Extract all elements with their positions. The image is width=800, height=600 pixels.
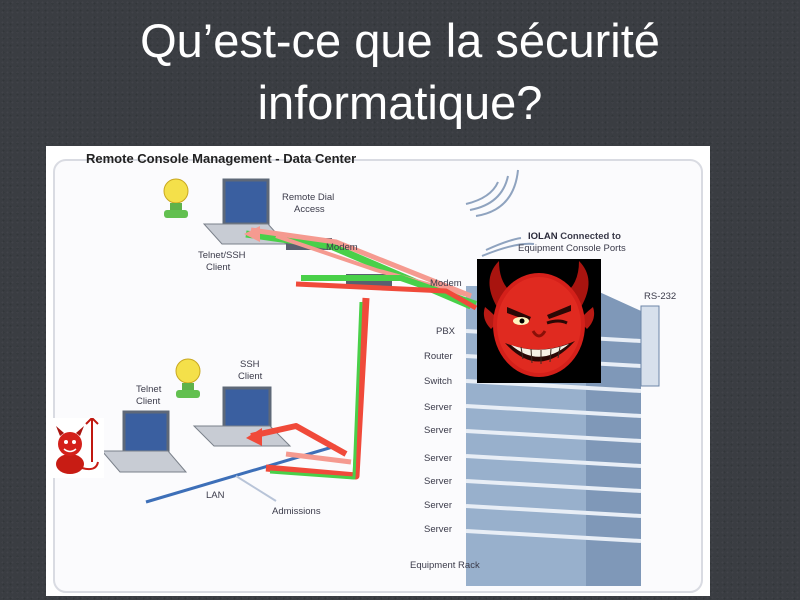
label-telnet-ssh: Telnet/SSH [198, 250, 246, 261]
label-rs232: RS-232 [644, 291, 676, 302]
label-server-3: Server [424, 453, 452, 464]
small-devil-image [46, 416, 104, 478]
label-equipment-console-ports: Equipment Console Ports [518, 243, 626, 254]
network-diagram: Remote Console Management - Data Center [46, 146, 710, 596]
diagram-canvas: Remote Console Management - Data Center [53, 151, 703, 593]
admissions-cable [235, 475, 277, 502]
label-iolan-bold: IOLAN [528, 231, 558, 242]
small-devil-icon [46, 416, 104, 478]
label-lan: LAN [206, 490, 225, 501]
devil-face-icon [483, 261, 595, 377]
laptop-telnet-client [100, 410, 188, 473]
label-server-5: Server [424, 500, 452, 511]
label-pbx: PBX [436, 326, 456, 337]
label-telnet-ssh-client: Client [206, 262, 231, 273]
devil-face-image [477, 259, 601, 383]
label-server-4: Server [424, 476, 452, 487]
slide-title: Qu’est-ce que la sécurité informatique? [0, 10, 800, 134]
label-iolan: IOLAN Connected to [528, 231, 621, 242]
slide-title-line-1: Qu’est-ce que la sécurité [140, 14, 660, 67]
label-server-2: Server [424, 425, 452, 436]
label-switch: Switch [424, 376, 452, 387]
label-modem-2: Modem [430, 278, 462, 289]
label-server-6: Server [424, 524, 452, 535]
wireless-signal-icon [465, 169, 535, 257]
label-remote-dial: Remote Dial [282, 192, 334, 203]
label-modem-1: Modem [326, 242, 358, 253]
label-remote-dial-access: Access [294, 204, 325, 215]
label-telnet-client: Client [136, 396, 161, 407]
attack-path-bottom [246, 297, 370, 480]
label-server-1: Server [424, 402, 452, 413]
label-telnet: Telnet [136, 384, 162, 395]
slide-title-line-2: informatique? [257, 76, 543, 129]
label-ssh-client: Client [238, 371, 263, 382]
diagram-header: Remote Console Management - Data Center [86, 151, 356, 166]
label-router: Router [424, 351, 453, 362]
label-equipment-rack: Equipment Rack [410, 560, 480, 571]
label-ssh: SSH [240, 359, 260, 370]
user-bulb-icon [163, 178, 189, 218]
label-iolan-rest: Connected to [558, 231, 622, 242]
user-bulb-icon [175, 358, 201, 398]
attack-path-top [244, 226, 478, 311]
label-admissions: Admissions [272, 506, 321, 517]
